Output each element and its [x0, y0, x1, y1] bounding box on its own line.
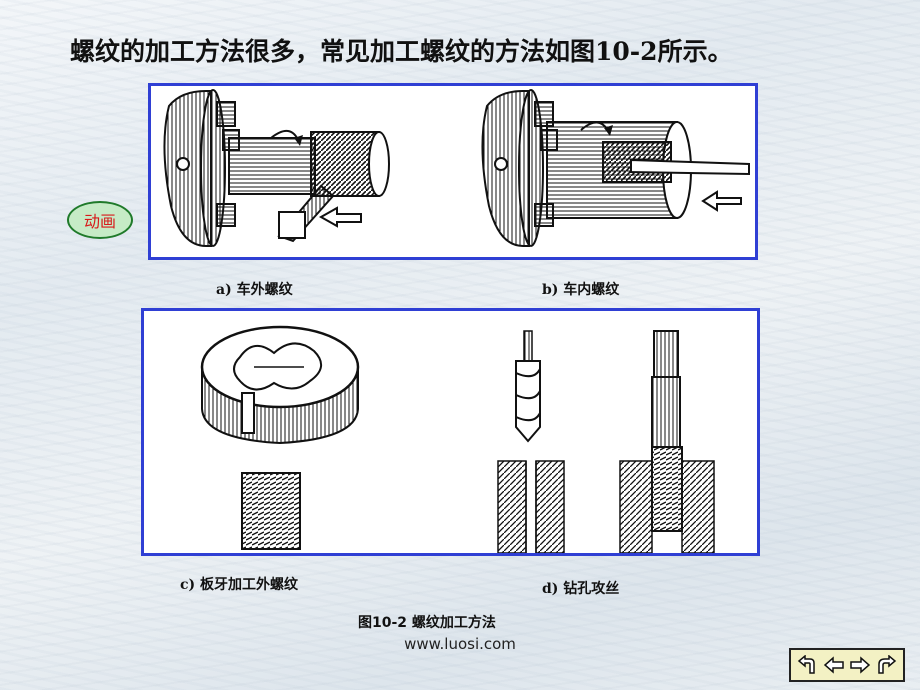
- illustration-drill-tap: [497, 330, 715, 553]
- illustration-external-turning: [163, 89, 390, 247]
- figure-title: 图10-2 螺纹加工方法: [358, 615, 496, 631]
- arrow-left-icon[interactable]: [822, 654, 846, 676]
- figure-panel-turning: [148, 83, 758, 260]
- slide-title: 螺纹的加工方法很多，常见加工螺纹的方法如图10-2所示。: [70, 37, 733, 66]
- caption-b: b) 车内螺纹: [542, 282, 620, 298]
- animation-button[interactable]: 动画: [67, 201, 133, 239]
- figure-panel-die-tap: [141, 308, 760, 556]
- navigation-bar: [789, 648, 905, 682]
- return-icon[interactable]: [796, 654, 820, 676]
- caption-c: c) 板牙加工外螺纹: [180, 577, 299, 593]
- website-url: www.luosi.com: [404, 635, 516, 653]
- illustration-threading-die: [200, 325, 360, 550]
- curved-forward-icon[interactable]: [874, 654, 898, 676]
- arrow-right-icon[interactable]: [848, 654, 872, 676]
- illustration-internal-turning: [481, 89, 750, 247]
- caption-d: d) 钻孔攻丝: [542, 581, 620, 597]
- caption-a: a) 车外螺纹: [216, 282, 293, 298]
